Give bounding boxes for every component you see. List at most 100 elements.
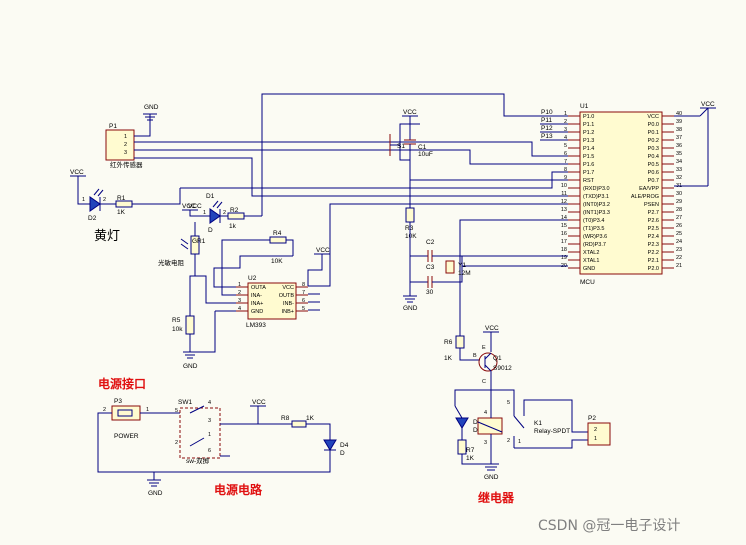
net-label-p12: P12 <box>541 125 553 132</box>
mcu-right-pin-name: ALE/PROG <box>631 194 659 200</box>
title-power-circuit: 电源电路 <box>214 482 263 497</box>
u2-designator: U2 <box>248 275 257 282</box>
u2-right-pin-name: OUTB <box>279 293 295 299</box>
d4-designator: D4 <box>340 442 349 449</box>
mcu-right-pin-name: P2.2 <box>648 250 659 256</box>
r8-resistor <box>291 420 307 428</box>
r6-value: 1K <box>444 355 453 362</box>
p2-designator: P2 <box>588 415 596 422</box>
u2-right-pin-num: 5 <box>302 306 305 312</box>
r1-value: 1K <box>117 209 126 216</box>
k1-designator: K1 <box>534 420 542 427</box>
mcu-right-pin-num: 22 <box>676 255 682 261</box>
y1-value: 12M <box>458 270 471 277</box>
mcu-right-pin-name: P0.2 <box>648 138 659 144</box>
mcu-right-pin-name: P2.4 <box>648 234 659 240</box>
c1-designator: C1 <box>418 144 427 151</box>
mcu-right-pin-num: 21 <box>676 263 682 269</box>
sw1-pin-6: 6 <box>208 448 211 454</box>
d1-designator: D1 <box>206 193 215 200</box>
r5-resistor <box>185 315 195 335</box>
p1-pin-2: 2 <box>124 142 127 148</box>
sw1-value: sw-双掷 <box>186 456 210 465</box>
p1-pin-3: 3 <box>124 150 127 156</box>
d3-value: D <box>473 427 478 434</box>
gnd-label-power: GND <box>148 490 163 497</box>
mcu-left-pin-name: (T0)P3.4 <box>583 218 604 224</box>
r7-resistor <box>457 439 467 455</box>
mcu-right-pin-name: P0.1 <box>648 130 659 136</box>
mcu-right-pin-name: P0.3 <box>648 146 659 152</box>
p1-header: P1 1 2 3 红外传感器 GND <box>105 104 159 169</box>
mcu-left-pin-num: 9 <box>564 175 567 181</box>
p3-body <box>111 405 141 421</box>
u2-body <box>247 282 297 320</box>
k1-pin-1: 1 <box>518 439 521 445</box>
mcu-left-pin-num: 5 <box>564 143 567 149</box>
gr1-label: 光敏电阻 <box>158 258 185 267</box>
mcu-left-pin-num: 18 <box>561 247 567 253</box>
u2-right-pin-num: 8 <box>302 282 305 288</box>
d1-led-symbol <box>209 208 221 224</box>
mcu-wires <box>150 93 568 310</box>
mcu-left-pin-name: P1.7 <box>583 170 594 176</box>
mcu-body <box>579 111 663 275</box>
k1-coil <box>477 417 503 435</box>
r1-designator: R1 <box>117 195 126 202</box>
mcu-right-pin-name: P2.5 <box>648 226 659 232</box>
gnd-label-relay: GND <box>484 474 499 481</box>
mcu-u1: P1.01P1.12P1.23P1.34P1.45P1.56P1.67P1.78… <box>540 101 716 286</box>
d4-led-symbol <box>323 439 337 451</box>
mcu-left-pin-num: 17 <box>561 239 567 245</box>
d1-pin1: 1 <box>203 210 206 216</box>
mcu-left-pin-name: (WR)P3.6 <box>583 234 607 240</box>
p3-pin-1: 1 <box>146 407 149 413</box>
mcu-right-pin-name: P2.3 <box>648 242 659 248</box>
mcu-right-pin-name: P2.1 <box>648 258 659 264</box>
d3-led-symbol <box>455 417 469 429</box>
mcu-name: MCU <box>580 279 595 286</box>
mcu-right-pin-num: 27 <box>676 215 682 221</box>
net-label-p13: P13 <box>541 133 553 140</box>
mcu-left-pin-num: 14 <box>561 215 567 221</box>
mcu-left-pin-name: P1.6 <box>583 162 594 168</box>
d2-pin2: 2 <box>103 197 106 203</box>
mcu-right-pin-name: PSEN <box>644 202 659 208</box>
sw1-pin-4: 4 <box>208 400 211 406</box>
r2-value: 1k <box>229 223 237 230</box>
u2-left-pin-num: 1 <box>238 282 241 288</box>
sw1-pin-5: 5 <box>175 408 178 414</box>
q1-designator: Q1 <box>493 355 502 362</box>
r4-resistor <box>269 236 287 244</box>
vcc-label-power: VCC <box>252 399 266 406</box>
r5-designator: R5 <box>172 317 181 324</box>
c2-value: 30 <box>426 289 434 296</box>
mcu-right-pin-num: 35 <box>676 151 682 157</box>
q1-pin-b: B <box>473 353 477 359</box>
mcu-right-pin-num: 33 <box>676 167 682 173</box>
vcc-label-gr1: VCC <box>188 203 202 210</box>
r7-value: 1K <box>466 455 475 462</box>
mcu-left-pin-name: (INT1)P3.3 <box>583 210 610 216</box>
p1-body <box>105 129 135 161</box>
p2-body <box>587 422 611 446</box>
mcu-left-pin-name: (RD)P3.7 <box>583 242 606 248</box>
mcu-left-pin-num: 16 <box>561 231 567 237</box>
mcu-right-pin-name: P0.5 <box>648 162 659 168</box>
title-relay: 继电器 <box>478 490 515 505</box>
sw1-pin-3: 3 <box>208 418 211 424</box>
gnd-label-lm393: GND <box>183 363 198 370</box>
mcu-right-pin-name: P2.6 <box>648 218 659 224</box>
mcu-right-pin-num: 38 <box>676 127 682 133</box>
u2-left-pin-num: 2 <box>238 290 241 296</box>
mcu-right-pin-num: 23 <box>676 247 682 253</box>
gr1-designator: GR1 <box>192 238 206 245</box>
vcc-label-d1: VCC <box>182 203 196 210</box>
k1-pin-5: 5 <box>507 400 510 406</box>
u2-left-pin-num: 4 <box>238 306 241 312</box>
q1-value: S9012 <box>493 365 512 372</box>
mcu-right-pin-name: P2.0 <box>648 266 659 272</box>
u2-left-pin-name: INA+ <box>251 301 263 307</box>
